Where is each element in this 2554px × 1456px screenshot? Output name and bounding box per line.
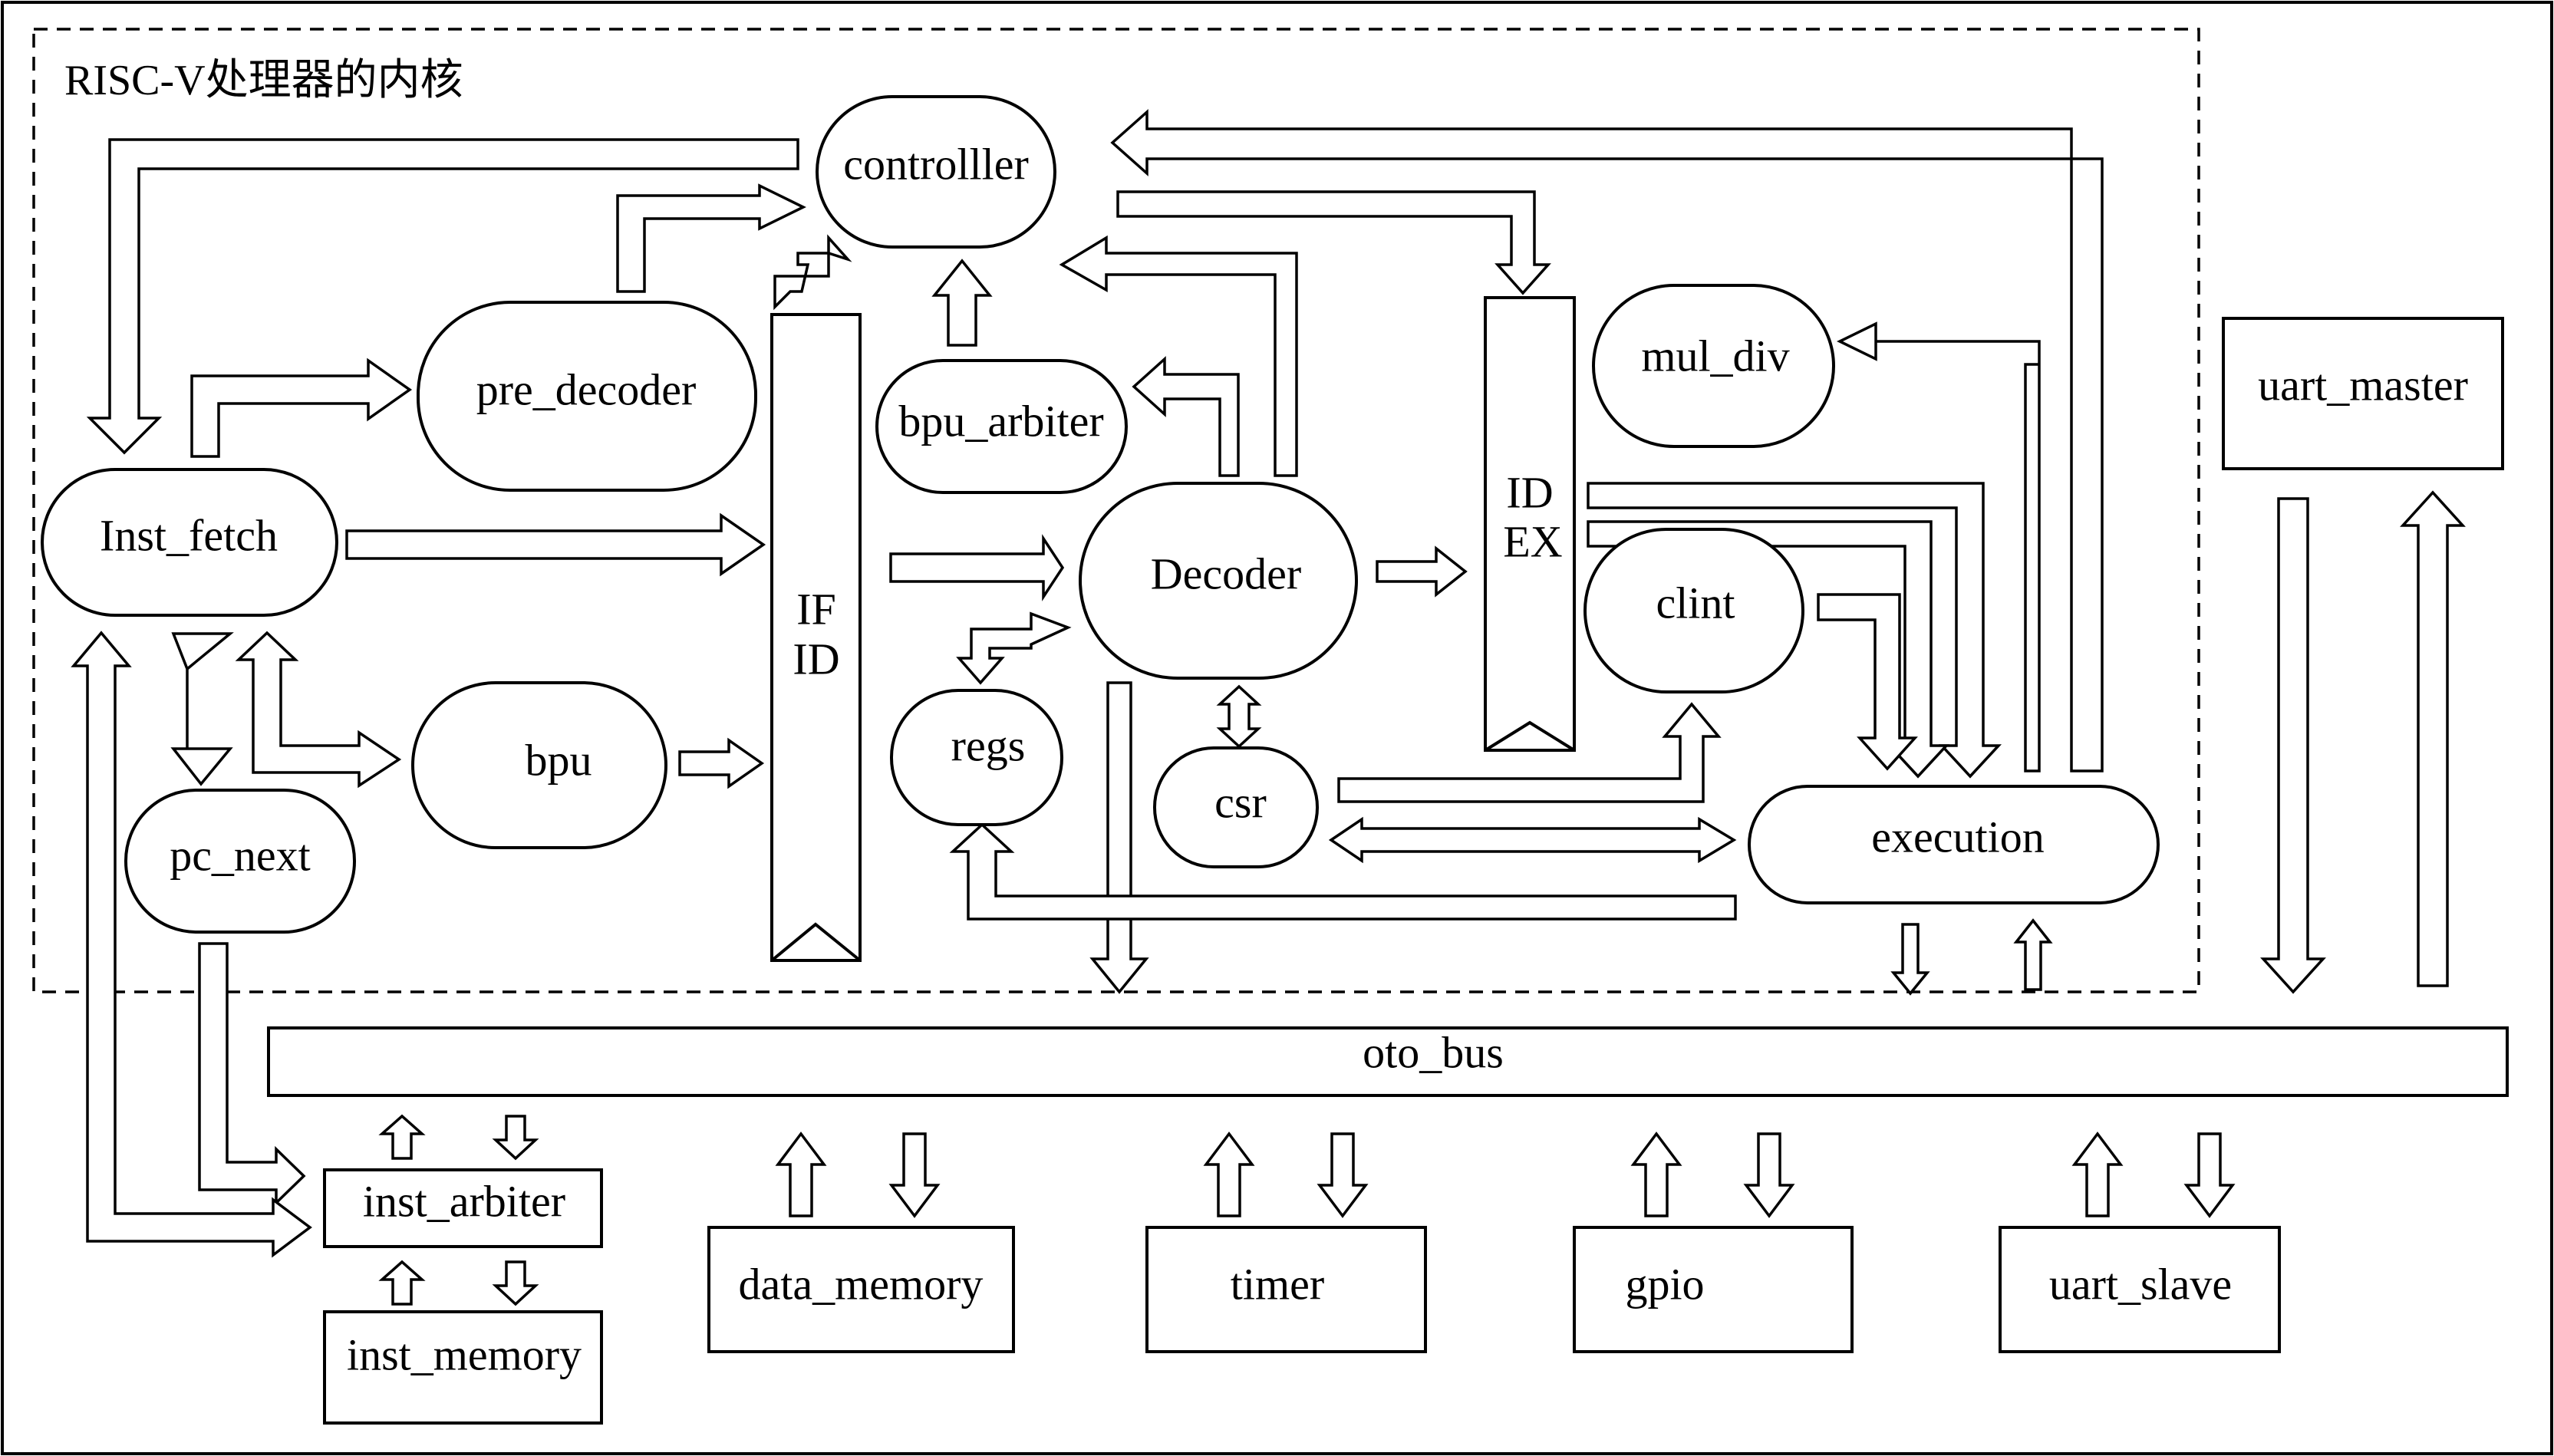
uart-master-node: uart_master: [2222, 317, 2504, 470]
arrow-inst-fetch-inst-arbiter: [71, 631, 312, 1258]
core-boundary: [32, 28, 2200, 993]
arrow-timer-to-oto-bus: [1203, 1132, 1255, 1217]
arrow-clint-to-execution: [1817, 593, 1918, 771]
mul-div-node: mul_div: [1592, 284, 1835, 448]
bpu-node: bpu: [411, 681, 667, 849]
bpu-arbiter-node: bpu_arbiter: [875, 359, 1128, 494]
arrow-inst-fetch-to-pre-decoder: [190, 357, 413, 458]
arrow-decoder-to-idex: [1376, 545, 1468, 598]
pc-next-label: pc_next: [170, 830, 311, 880]
if-id-label-1: IF: [796, 584, 836, 634]
controller-node: controlller: [816, 95, 1056, 249]
id-ex-register: ID EX: [1484, 296, 1576, 752]
modules: controlller pre_decoder Inst_fetch bpu p…: [41, 95, 2509, 1425]
arrow-regs-decoder: [956, 611, 1072, 685]
arrow-oto-bus-to-uart-slave: [2183, 1132, 2236, 1218]
arrow-bpu-to-ifid: [678, 737, 765, 789]
arrow-oto-bus-to-execution: [2013, 918, 2053, 991]
inst-fetch-label: Inst_fetch: [100, 510, 278, 560]
mul-div-label: mul_div: [1641, 331, 1789, 380]
arrow-csr-to-clint: [1337, 702, 1722, 803]
arrow-oto-bus-to-uart-master: [2400, 490, 2466, 987]
arrow-execution-to-regs: [949, 822, 1737, 921]
arrow-oto-bus-to-inst-arbiter: [492, 1115, 539, 1161]
uart-slave-node: uart_slave: [1999, 1226, 2281, 1353]
csr-label: csr: [1214, 777, 1267, 827]
arrow-idex-to-execution-1: [1587, 482, 2002, 779]
csr-node: csr: [1153, 746, 1319, 868]
arrow-inst-fetch-bpu: [235, 631, 402, 789]
arrow-controller-to-idex: [1116, 190, 1551, 295]
inst-arbiter-label: inst_arbiter: [363, 1176, 565, 1226]
timer-label: timer: [1231, 1259, 1324, 1309]
inst-memory-label: inst_memory: [347, 1329, 582, 1379]
gpio-node: gpio: [1573, 1226, 1854, 1353]
arrow-uart-slave-to-oto-bus: [2071, 1132, 2124, 1217]
arrow-execution-to-oto-bus: [1890, 923, 1930, 996]
arrow-ifid-to-decoder: [889, 534, 1065, 601]
execution-label: execution: [1871, 812, 2044, 861]
id-ex-label-2: EX: [1503, 516, 1562, 566]
arrow-execution-to-mul-div: [1837, 321, 2041, 772]
inst-arbiter-node: inst_arbiter: [323, 1168, 603, 1248]
arrows: [71, 109, 2466, 1306]
arrow-oto-bus-to-gpio: [1743, 1132, 1795, 1218]
gpio-label: gpio: [1625, 1259, 1704, 1309]
arrow-oto-bus-to-data-memory: [888, 1132, 941, 1218]
arrow-decoder-to-controller: [1059, 235, 1298, 477]
arrow-decoder-to-bpu-arbiter: [1132, 356, 1240, 477]
uart-master-label: uart_master: [2258, 360, 2468, 410]
pc-next-node: pc_next: [124, 789, 356, 934]
pre-decoder-node: pre_decoder: [417, 301, 757, 492]
execution-node: execution: [1748, 785, 2160, 904]
data-memory-label: data_memory: [739, 1259, 984, 1309]
decoder-node: Decoder: [1079, 482, 1358, 680]
arrow-ifid-controller: [773, 234, 852, 311]
arrow-decoder-csr: [1216, 684, 1262, 749]
arrow-oto-bus-to-timer: [1317, 1132, 1369, 1218]
inst-fetch-node: Inst_fetch: [41, 468, 338, 617]
arrow-inst-fetch-to-ifid: [345, 512, 766, 577]
id-ex-label-1: ID: [1506, 467, 1553, 517]
inst-memory-node: inst_memory: [323, 1310, 603, 1425]
oto-bus-label: oto_bus: [1363, 1027, 1504, 1077]
regs-node: regs: [890, 689, 1063, 826]
pre-decoder-label: pre_decoder: [476, 364, 697, 414]
arrow-pre-decoder-to-controller: [616, 183, 806, 293]
bpu-label: bpu: [526, 735, 592, 785]
if-id-register: IF ID: [770, 313, 862, 962]
arrow-pc-next-to-inst-arbiter: [198, 942, 306, 1207]
oto-bus-node: oto_bus: [267, 1026, 2509, 1097]
arrow-uart-master-to-oto-bus: [2260, 497, 2326, 994]
arrow-gpio-to-oto-bus: [1630, 1132, 1682, 1217]
arrow-inst-arbiter-to-inst-memory: [492, 1260, 539, 1306]
arrow-controller-to-inst-fetch: [86, 138, 799, 455]
arrow-inst-arbiter-to-oto-bus: [378, 1114, 426, 1160]
uart-slave-label: uart_slave: [2049, 1259, 2232, 1309]
regs-label: regs: [951, 720, 1026, 770]
core-label: RISC-V处理器的内核: [64, 57, 463, 104]
clint-label: clint: [1656, 578, 1735, 628]
arrow-decoder-to-oto-bus: [1089, 681, 1149, 994]
timer-node: timer: [1145, 1226, 1427, 1353]
controller-label: controlller: [843, 139, 1029, 189]
arrow-csr-execution: [1328, 816, 1737, 864]
if-id-label-2: ID: [793, 634, 839, 684]
bpu-arbiter-label: bpu_arbiter: [898, 396, 1103, 446]
clint-node: clint: [1583, 528, 1804, 693]
arrow-bpu-arbiter-to-controller: [931, 259, 993, 347]
arrow-inst-fetch-pc-next: [170, 632, 234, 786]
arrow-execution-to-controller: [1110, 109, 2104, 772]
arrow-inst-memory-to-inst-arbiter: [378, 1260, 426, 1306]
arrow-data-memory-to-oto-bus: [775, 1132, 827, 1217]
data-memory-node: data_memory: [707, 1226, 1015, 1353]
decoder-label: Decoder: [1151, 548, 1301, 598]
